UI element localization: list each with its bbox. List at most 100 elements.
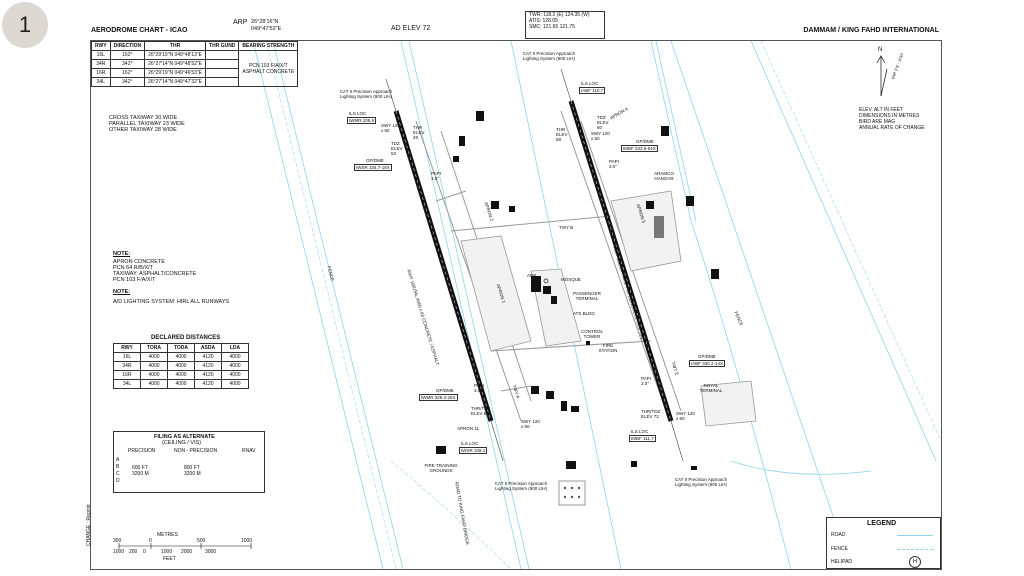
legend-item-road: ROAD (831, 532, 846, 538)
dd-header: LDA (221, 343, 249, 353)
declared-distances-table: RWY TORA TODA ASDA LDA 16L 4000 4000 412… (113, 343, 249, 389)
aerodrome-chart-sheet: AERODROME CHART - ICAO ARP 26°28'16"N 04… (86, 11, 942, 570)
filing-precision-ceiling: 600 FT (132, 465, 148, 471)
elevation-note: BIRD ARE MAG (859, 119, 896, 125)
legend-road-swatch (897, 535, 933, 536)
airport-name: DAMMAM / KING FAHD INTERNATIONAL (803, 27, 939, 34)
dd-cell: 4000 (140, 361, 168, 371)
direction-header: DIRECTION (109, 41, 146, 51)
note-title: NOTE: (113, 251, 131, 257)
legend-title: LEGEND (867, 520, 897, 527)
filing-alternate-box: FILING AS ALTERNATE (CEILING / VIS) PREC… (113, 431, 265, 493)
scale-tick: 3000 (205, 549, 217, 555)
note-line: PCN 103 F/A/X/T (113, 277, 156, 283)
dd-cell: 4000 (167, 352, 195, 362)
filing-subtitle: (CEILING / VIS) (162, 440, 202, 446)
dd-cell: 4120 (194, 379, 222, 389)
approach-light-label: CAT II Precision Approach Lighting Syste… (339, 89, 393, 100)
filing-title: FILING AS ALTERNATE (154, 434, 215, 440)
dd-cell: 4000 (221, 379, 249, 389)
chart-title: AERODROME CHART - ICAO (91, 27, 188, 34)
ils-loc-label: ILS LOC (631, 429, 649, 434)
papi-label: PAPI 3.0° (641, 376, 651, 387)
fire-training-label: FIRE TRAINING GROUNDS (424, 463, 458, 474)
filing-cat: D (116, 478, 120, 484)
royal-terminal-label: ROYAL TERMINAL (699, 383, 723, 394)
taxiway-width-note: CROSS TAXIWAY 30 WIDE (109, 115, 178, 121)
dd-cell: 4000 (140, 370, 168, 380)
arp-lat: 26°28'16"N (251, 19, 279, 25)
note-line: A/D LIGHTING SYSTEM: HIRL ALL RUNWAYS (113, 299, 230, 305)
ad-elevation: AD ELEV 72 (391, 25, 431, 32)
stopway-label: SWY 120 x 60 (521, 419, 540, 430)
stopway-label: SWY 120 x 60 (676, 411, 695, 422)
approach-light-label: CAT II Precision Approach Lighting Syste… (494, 481, 548, 492)
runway-characteristics-table: RWY DIRECTION THR THR GUND BEARING STREN… (91, 41, 299, 87)
dd-cell: 4120 (194, 361, 222, 371)
legend-box: LEGEND ROAD FENCE HELIPAD H (826, 517, 941, 569)
passenger-terminal-label: PASSENGER TERMINAL (573, 291, 601, 302)
apron-label: APRON 11 (457, 426, 479, 431)
runway-gund (205, 59, 240, 69)
dd-header: TODA (167, 343, 195, 353)
runway-gund (205, 77, 240, 87)
scale-tick: 1000 (161, 549, 173, 555)
filing-nonprecision-vis: 3200 M (184, 471, 201, 477)
frequency-box: TWR: 118.2 (E) 124.35 (W) ATIS: 128.05 S… (525, 11, 605, 39)
freq-line: SMC: 121.65 121.75 (529, 23, 575, 30)
north-label: N (878, 47, 883, 53)
freq-line: ATIS: 128.05 (529, 17, 558, 24)
filing-cat: C (116, 471, 120, 477)
note-line: TAXIWAY: ASPHALT/CONCRETE (113, 271, 197, 277)
scale-tick: 1000 (241, 538, 253, 544)
gp-dme-id: IMBF 333.5-54X (621, 145, 658, 153)
arp-lon: 049°47'52"E (251, 26, 282, 32)
aramco-hangar-label: ARAMCO HANGAR (654, 171, 674, 182)
dd-cell: 4120 (194, 370, 222, 380)
ils-loc-label: ILS LOC (349, 111, 367, 116)
runway-gund (205, 50, 240, 60)
filing-nonprecision-ceiling: 800 FT (184, 465, 200, 471)
scale-tick: 300 (113, 538, 122, 544)
arp-label: ARP (233, 19, 248, 26)
runway-gund (205, 68, 240, 78)
dd-cell: 4000 (221, 370, 249, 380)
ils-loc-label: ILS LOC (461, 441, 479, 446)
dd-cell: 4000 (221, 352, 249, 362)
gp-dme-id: IABF 330.2-14X (689, 360, 726, 368)
runway-direction: 162° (109, 50, 146, 60)
elevation-note: DIMENSIONS IN METRES (859, 113, 920, 119)
threshold-elevation: THR ELEV 58 (556, 127, 568, 143)
approach-light-label: CAT II Precision Approach Lighting Syste… (674, 477, 728, 488)
scale-feet-label: FEET (163, 556, 176, 562)
gp-dme-label: GP/DME (636, 139, 654, 144)
ils-loc-id: IABF 110.7 (579, 87, 606, 95)
dd-cell: 4000 (140, 379, 168, 389)
note-title: NOTE: (113, 289, 131, 295)
scale-metres-label: METRES (157, 532, 178, 538)
declared-distances-title: DECLARED DISTANCES (151, 335, 221, 341)
control-tower-label: CONTROL TOWER (580, 329, 603, 340)
tdz-elevation: TDZ ELEV 60 (597, 115, 609, 131)
scale-tick: 500 (197, 538, 206, 544)
mosque-label: MOSQUE (561, 277, 582, 282)
runway-direction: 342° (109, 77, 146, 87)
papi-label: PAPI 3.0° (609, 159, 619, 170)
scale-tick: 0 (143, 549, 146, 555)
taxiway-label: TWY B (559, 225, 574, 230)
tdz-elevation: TDZ ELEV 53 (391, 141, 403, 157)
dd-header: ASDA (194, 343, 222, 353)
runway-threshold: 26°27'14"N 049°48'52"E (144, 59, 207, 69)
gp-dme-label: GP/DME (366, 158, 384, 163)
ats-building-label: ATS BLDG (573, 311, 595, 316)
dd-cell: 34R (113, 361, 141, 371)
ils-loc-id: IWSR 108.1 (459, 447, 488, 455)
taxiway-width-note: OTHER TAXIWAY 28 WIDE (109, 127, 177, 133)
legend-fence-swatch (897, 549, 933, 550)
runway-id: 34R (91, 59, 111, 69)
change-note: CHANGE : Reprint (86, 504, 92, 546)
dd-header: RWY (113, 343, 141, 353)
legend-item-fence: FENCE (831, 546, 848, 552)
helipad-icon: H (909, 556, 921, 568)
runway-id: 16R (91, 68, 111, 78)
